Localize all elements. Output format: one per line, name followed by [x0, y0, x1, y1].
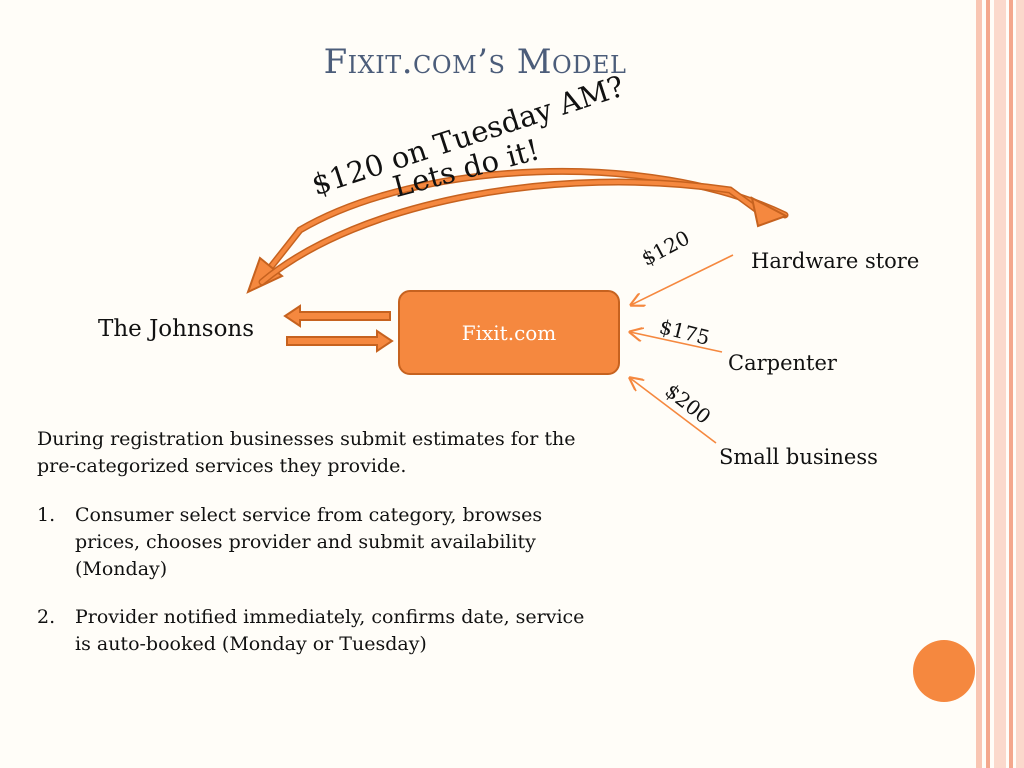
- step-1: 1. Consumer select service from category…: [37, 502, 597, 584]
- fixit-node-label: Fixit.com: [461, 320, 557, 345]
- provider-carpenter: Carpenter: [728, 351, 837, 375]
- step-2-text: Provider notified immediately, confirms …: [75, 606, 585, 655]
- decorative-circle: [913, 640, 975, 702]
- arrow-carpenter: [630, 332, 723, 353]
- fixit-node: Fixit.com: [398, 290, 620, 375]
- arc-arrow-answer-fill: [260, 180, 762, 284]
- decorative-stripes: [976, 0, 1024, 768]
- consumer-label: The Johnsons: [98, 316, 255, 342]
- step-1-text: Consumer select service from category, b…: [75, 504, 543, 580]
- provider-small-business: Small business: [719, 445, 878, 469]
- arrow-hardware: [631, 254, 734, 305]
- arrow-small-business: [630, 378, 717, 444]
- step-2-number: 2.: [37, 606, 56, 628]
- slide-title: Fixit.com’s Model: [323, 42, 627, 82]
- step-2: 2. Provider notified immediately, confir…: [37, 604, 597, 660]
- step-1-number: 1.: [37, 504, 56, 526]
- provider-hardware-store: Hardware store: [751, 249, 920, 273]
- intro-paragraph: During registration businesses submit es…: [37, 428, 576, 477]
- block-arrow-to-johnsons: [283, 304, 391, 328]
- block-arrow-to-fixit: [286, 329, 394, 353]
- arc-arrowhead-right: [750, 196, 789, 228]
